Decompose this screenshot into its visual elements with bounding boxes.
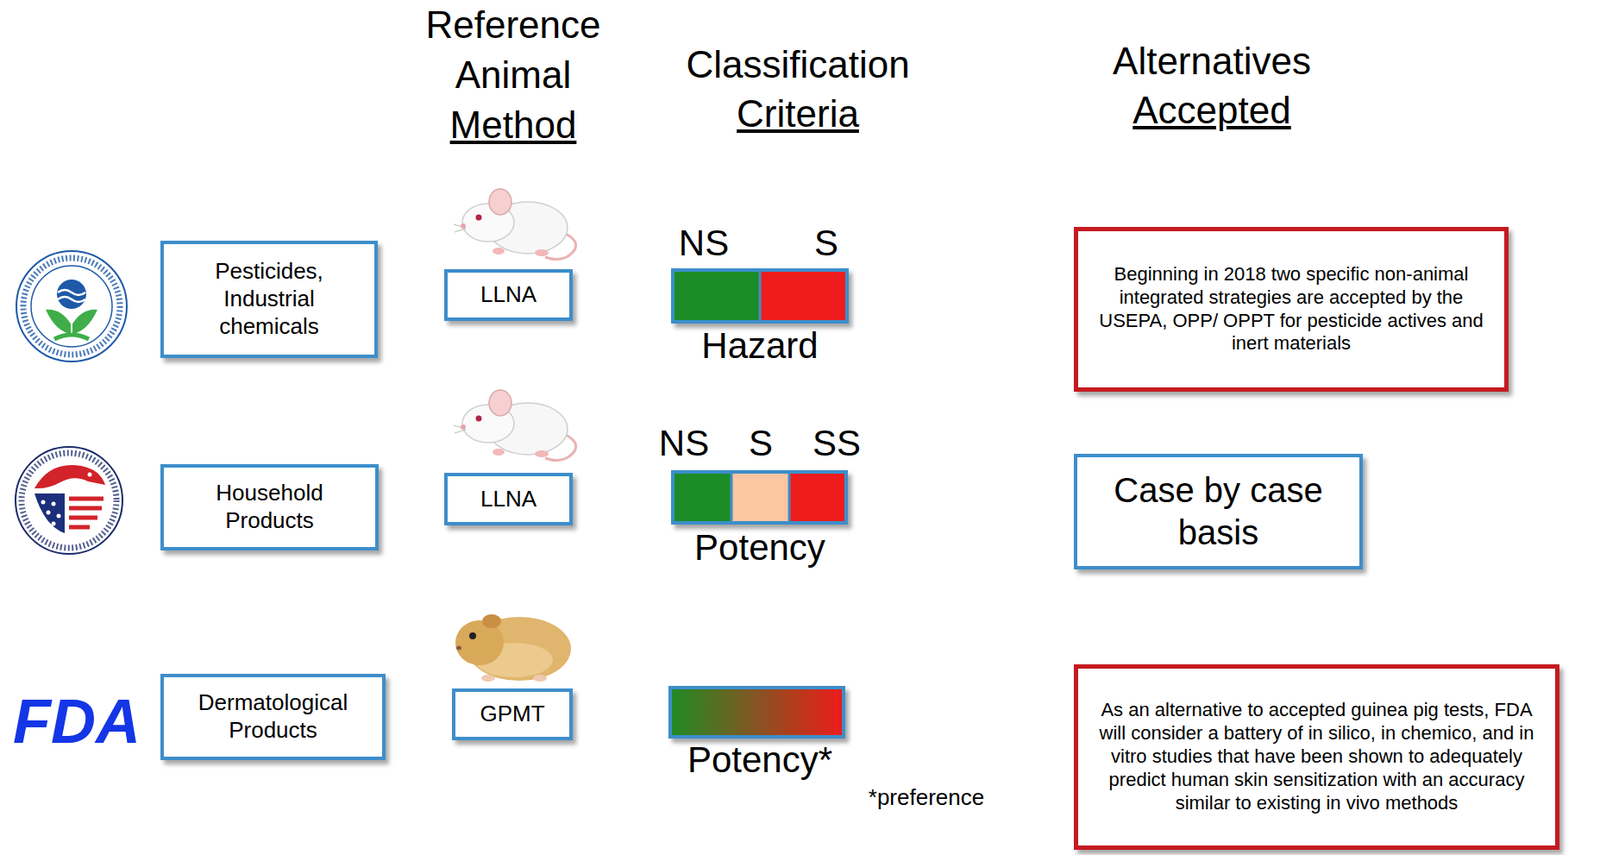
mouse-illustration-part (476, 214, 483, 221)
criteria-label: Hazard (701, 325, 818, 367)
potency-bar (672, 471, 847, 523)
mouse-illustration (453, 389, 577, 461)
box-text: Dermatological Products (174, 689, 372, 744)
mouse-illustration-part (476, 415, 483, 422)
box-text: LLNA (480, 281, 537, 309)
column-header: Criteria (736, 88, 860, 139)
cpsc-seal (15, 446, 123, 554)
mouse-illustration-part (453, 224, 466, 233)
hazard-bar-part (672, 269, 848, 322)
guinea-pig-illustration (455, 614, 571, 682)
guinea-pig-illustration-part (456, 646, 462, 651)
cpsc-seal-part (69, 496, 104, 502)
potency-bar-part (672, 471, 847, 523)
mouse-illustration-part (492, 247, 505, 255)
epa-seal-part (31, 265, 113, 347)
box-text: LLNA (480, 485, 537, 514)
alternatives-box: As an alternative to accepted guinea pig… (1073, 664, 1560, 850)
potency-bar-part (672, 471, 732, 523)
epa-seal (16, 250, 127, 362)
agency-logo-text: FDA (12, 690, 141, 753)
class-label: S (814, 222, 839, 264)
epa-seal-part (45, 309, 98, 334)
hazard-bar-part (672, 269, 760, 322)
cpsc-seal-part (15, 446, 123, 554)
potency-bar-part (789, 471, 847, 523)
method-box: LLNA (444, 472, 573, 526)
box-text: Household Products (174, 479, 365, 534)
category-box: Household Products (160, 464, 379, 551)
cpsc-seal-part (28, 459, 110, 541)
box-text: As an alternative to accepted guinea pig… (1086, 698, 1547, 815)
cpsc-seal-part (87, 472, 93, 477)
potency-gradient-bar-part (670, 687, 844, 737)
mouse-illustration-part (453, 425, 466, 433)
cpsc-seal-part (34, 464, 106, 489)
guinea-pig-illustration-part (481, 674, 496, 682)
class-label: NS (678, 222, 729, 264)
column-header: Method (450, 100, 578, 151)
potency-gradient-bar (670, 687, 844, 737)
column-header: Alternatives (1112, 36, 1312, 87)
guinea-pig-illustration-part (533, 674, 547, 682)
guinea-pig-illustration-part (482, 614, 502, 628)
potency-bar-part (788, 471, 791, 523)
cpsc-seal-part (41, 500, 46, 505)
class-label: S (748, 422, 773, 465)
epa-seal-part (57, 296, 86, 302)
category-box: Dermatological Products (160, 673, 386, 760)
cpsc-seal-part (46, 510, 51, 515)
class-label: NS (658, 422, 710, 465)
alternatives-box: Beginning in 2018 two specific non-anima… (1073, 226, 1509, 392)
hazard-bar-part (759, 269, 848, 322)
epa-seal-part (54, 334, 89, 339)
hazard-bar (672, 269, 848, 322)
cpsc-seal-part (51, 501, 57, 507)
epa-seal-part (23, 257, 120, 355)
method-box: GPMT (451, 688, 573, 741)
box-text: GPMT (479, 700, 545, 728)
potency-bar-part (730, 471, 734, 523)
category-box: Pesticides, Industrial chemicals (160, 240, 378, 358)
cpsc-seal-part (69, 515, 98, 521)
method-box: LLNA (444, 269, 573, 321)
class-label: SS (812, 422, 861, 465)
cpsc-seal-part (56, 514, 62, 519)
box-text: Pesticides, Industrial chemicals (174, 257, 364, 340)
box-text: Case by case basis (1087, 469, 1350, 554)
mouse-illustration-part (492, 448, 505, 456)
column-header: Classification (685, 39, 910, 90)
potency-gradient-bar-part (670, 687, 844, 737)
epa-seal-part (56, 279, 87, 309)
mouse-illustration-part (534, 249, 549, 257)
epa-seal-part (57, 289, 86, 295)
column-header: Accepted (1132, 85, 1291, 136)
footnote: *preference (868, 784, 985, 811)
hazard-bar-part (759, 269, 762, 322)
criteria-label: Potency* (687, 739, 833, 781)
epa-seal-part (70, 311, 73, 335)
cpsc-seal-part (69, 525, 90, 530)
cpsc-seal-part (21, 452, 117, 548)
cpsc-seal-part (69, 506, 102, 511)
mouse-illustration-part (534, 450, 549, 458)
column-header: Reference Animal (405, 0, 622, 101)
cpsc-seal-part (51, 521, 57, 527)
mouse-illustration (453, 188, 577, 260)
guinea-pig-illustration-part (469, 632, 477, 640)
alternatives-box: Case by case basis (1073, 453, 1363, 570)
box-text: Beginning in 2018 two specific non-anima… (1088, 263, 1494, 356)
mouse-illustration-part (489, 188, 512, 215)
mouse-illustration-part (489, 389, 512, 416)
potency-bar-part (731, 471, 790, 523)
epa-seal-part (16, 250, 127, 362)
criteria-label: Potency (694, 527, 826, 569)
cpsc-seal-part (34, 493, 65, 534)
